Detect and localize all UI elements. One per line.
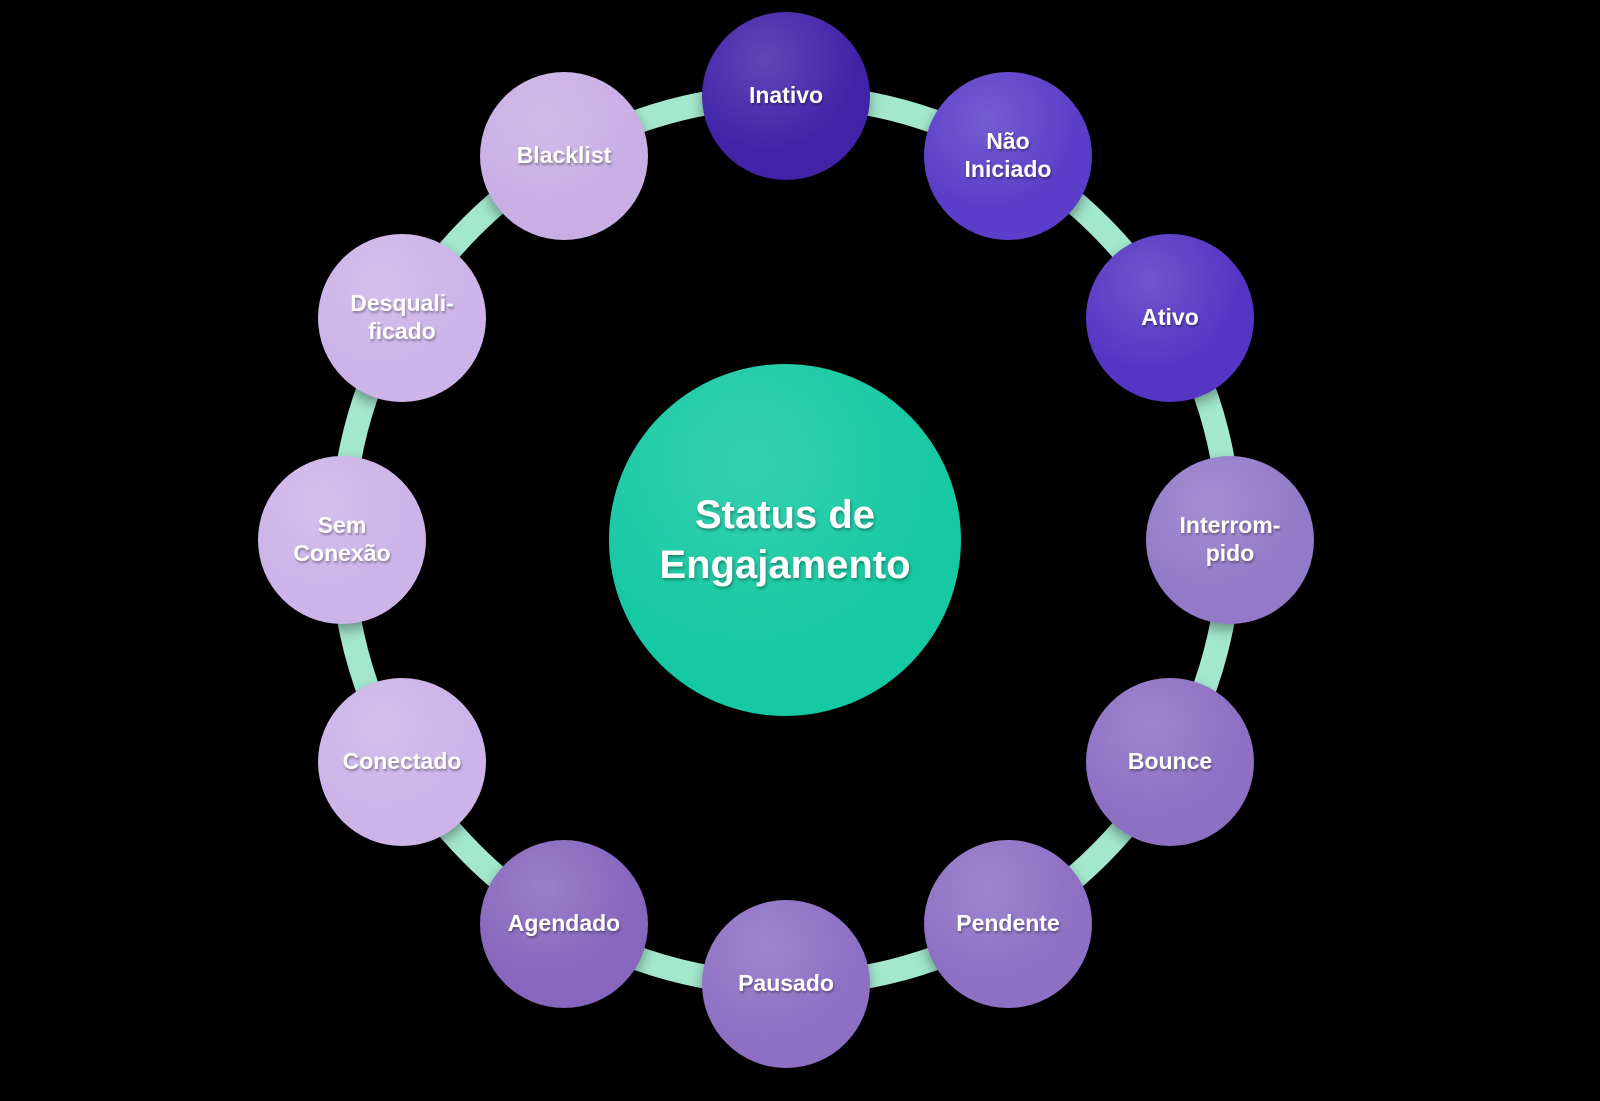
node-pendente: Pendente	[924, 840, 1092, 1008]
node-blacklist: Blacklist	[480, 72, 648, 240]
node-conectado-label: Conectado	[342, 748, 462, 775]
node-agendado: Agendado	[480, 840, 648, 1008]
node-desqualificado-label: Desquali- ficado	[350, 290, 454, 344]
node-ativo-label: Ativo	[1141, 304, 1199, 331]
node-pendente-label: Pendente	[956, 910, 1060, 937]
node-sem-conexao-label: Sem Conexão	[293, 512, 391, 566]
node-inativo-label: Inativo	[748, 82, 824, 109]
node-pausado: Pausado	[702, 900, 870, 1068]
node-nao-iniciado: Não Iniciado	[924, 72, 1092, 240]
node-interrompido: Interrom- pido	[1146, 456, 1314, 624]
diagram-title: Status de Engajamento	[659, 493, 911, 587]
node-conectado: Conectado	[318, 678, 486, 846]
node-bounce: Bounce	[1086, 678, 1254, 846]
node-ativo: Ativo	[1086, 234, 1254, 402]
node-agendado-label: Agendado	[507, 910, 621, 937]
node-sem-conexao: Sem Conexão	[258, 456, 426, 624]
node-bounce-label: Bounce	[1127, 748, 1213, 775]
node-interrompido-label: Interrom- pido	[1179, 512, 1281, 566]
node-blacklist-label: Blacklist	[516, 142, 612, 169]
center-circle: Status de Engajamento	[609, 364, 961, 716]
node-pausado-label: Pausado	[738, 970, 834, 997]
node-inativo: Inativo	[702, 12, 870, 180]
node-nao-iniciado-label: Não Iniciado	[964, 128, 1052, 182]
node-desqualificado: Desquali- ficado	[318, 234, 486, 402]
